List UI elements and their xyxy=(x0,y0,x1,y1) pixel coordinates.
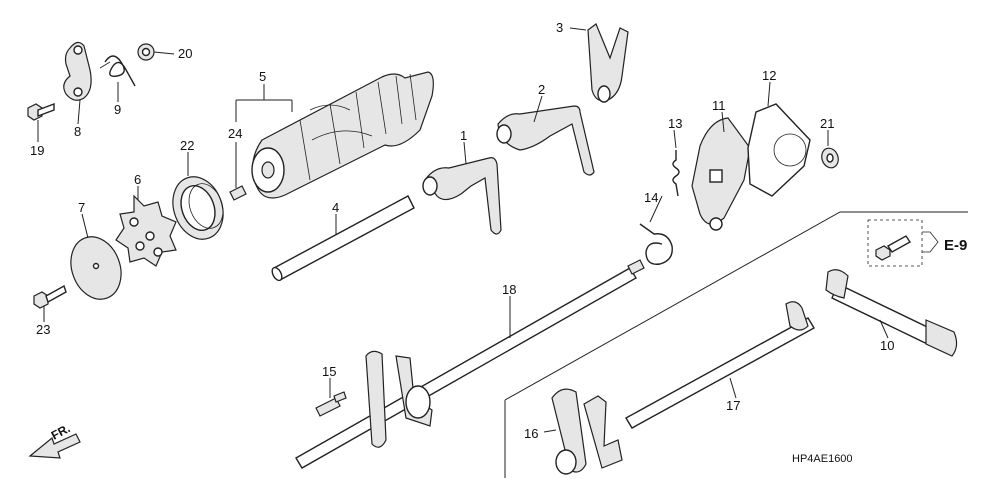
part-16-arm[interactable] xyxy=(551,388,623,475)
callout-23: 23 xyxy=(36,322,50,337)
callout-14: 14 xyxy=(644,190,658,205)
part-10-shaft[interactable] xyxy=(825,269,958,357)
part-7-disk-plate[interactable] xyxy=(63,230,130,307)
callout-9: 9 xyxy=(114,102,121,117)
part-24-pin[interactable] xyxy=(229,185,247,201)
part-15-pin[interactable] xyxy=(315,391,347,417)
callout-1: 1 xyxy=(460,128,467,143)
callout-5: 5 xyxy=(259,69,266,84)
callout-10: 10 xyxy=(880,338,894,353)
front-direction-arrow xyxy=(28,433,81,459)
part-8-plate[interactable] xyxy=(63,41,92,101)
callout-15: 15 xyxy=(322,364,336,379)
callout-2: 2 xyxy=(538,82,545,97)
callout-3: 3 xyxy=(556,20,563,35)
callout-19: 19 xyxy=(30,143,44,158)
callout-6: 6 xyxy=(134,172,141,187)
callout-8: 8 xyxy=(74,124,81,139)
callout-22: 22 xyxy=(180,138,194,153)
callout-11: 11 xyxy=(712,98,726,113)
callout-17: 17 xyxy=(726,398,740,413)
part-14-spring[interactable] xyxy=(639,223,673,265)
part-1-shift-fork[interactable] xyxy=(422,157,502,235)
part-5-shift-drum[interactable] xyxy=(251,71,434,199)
part-21-washer[interactable] xyxy=(819,146,841,170)
part-18-gearshift-spindle[interactable] xyxy=(295,259,645,469)
part-23-bolt[interactable] xyxy=(33,284,67,309)
part-9-spring[interactable] xyxy=(99,55,136,87)
part-17-shaft[interactable] xyxy=(625,301,815,429)
part-3-shift-fork[interactable] xyxy=(587,23,629,103)
reference-label[interactable]: E-9 xyxy=(944,237,967,254)
section-divider-line xyxy=(504,211,968,401)
callout-7: 7 xyxy=(78,200,85,215)
part-12-plate[interactable] xyxy=(747,103,811,197)
callout-20: 20 xyxy=(178,46,192,61)
callout-13: 13 xyxy=(668,116,682,131)
callout-12: 12 xyxy=(762,68,776,83)
part-6-star[interactable] xyxy=(115,194,177,267)
part-13-spring[interactable] xyxy=(672,150,680,197)
part-22-bearing[interactable] xyxy=(165,170,232,247)
leader-lines xyxy=(37,27,889,433)
callout-21: 21 xyxy=(820,116,834,131)
callout-4: 4 xyxy=(332,200,339,215)
callout-16: 16 xyxy=(524,426,538,441)
part-19-bolt[interactable] xyxy=(27,102,55,121)
gearshift-arm[interactable] xyxy=(365,350,433,448)
part-4-fork-shaft[interactable] xyxy=(270,195,415,282)
reference-box xyxy=(867,219,939,267)
diagram-code: HP4AE1600 xyxy=(792,453,853,465)
callout-18: 18 xyxy=(502,282,516,297)
part-20-washer[interactable] xyxy=(137,43,155,61)
part-11-stopper-arm[interactable] xyxy=(691,117,751,231)
part-2-shift-fork[interactable] xyxy=(496,105,595,176)
callout-24: 24 xyxy=(228,126,242,141)
